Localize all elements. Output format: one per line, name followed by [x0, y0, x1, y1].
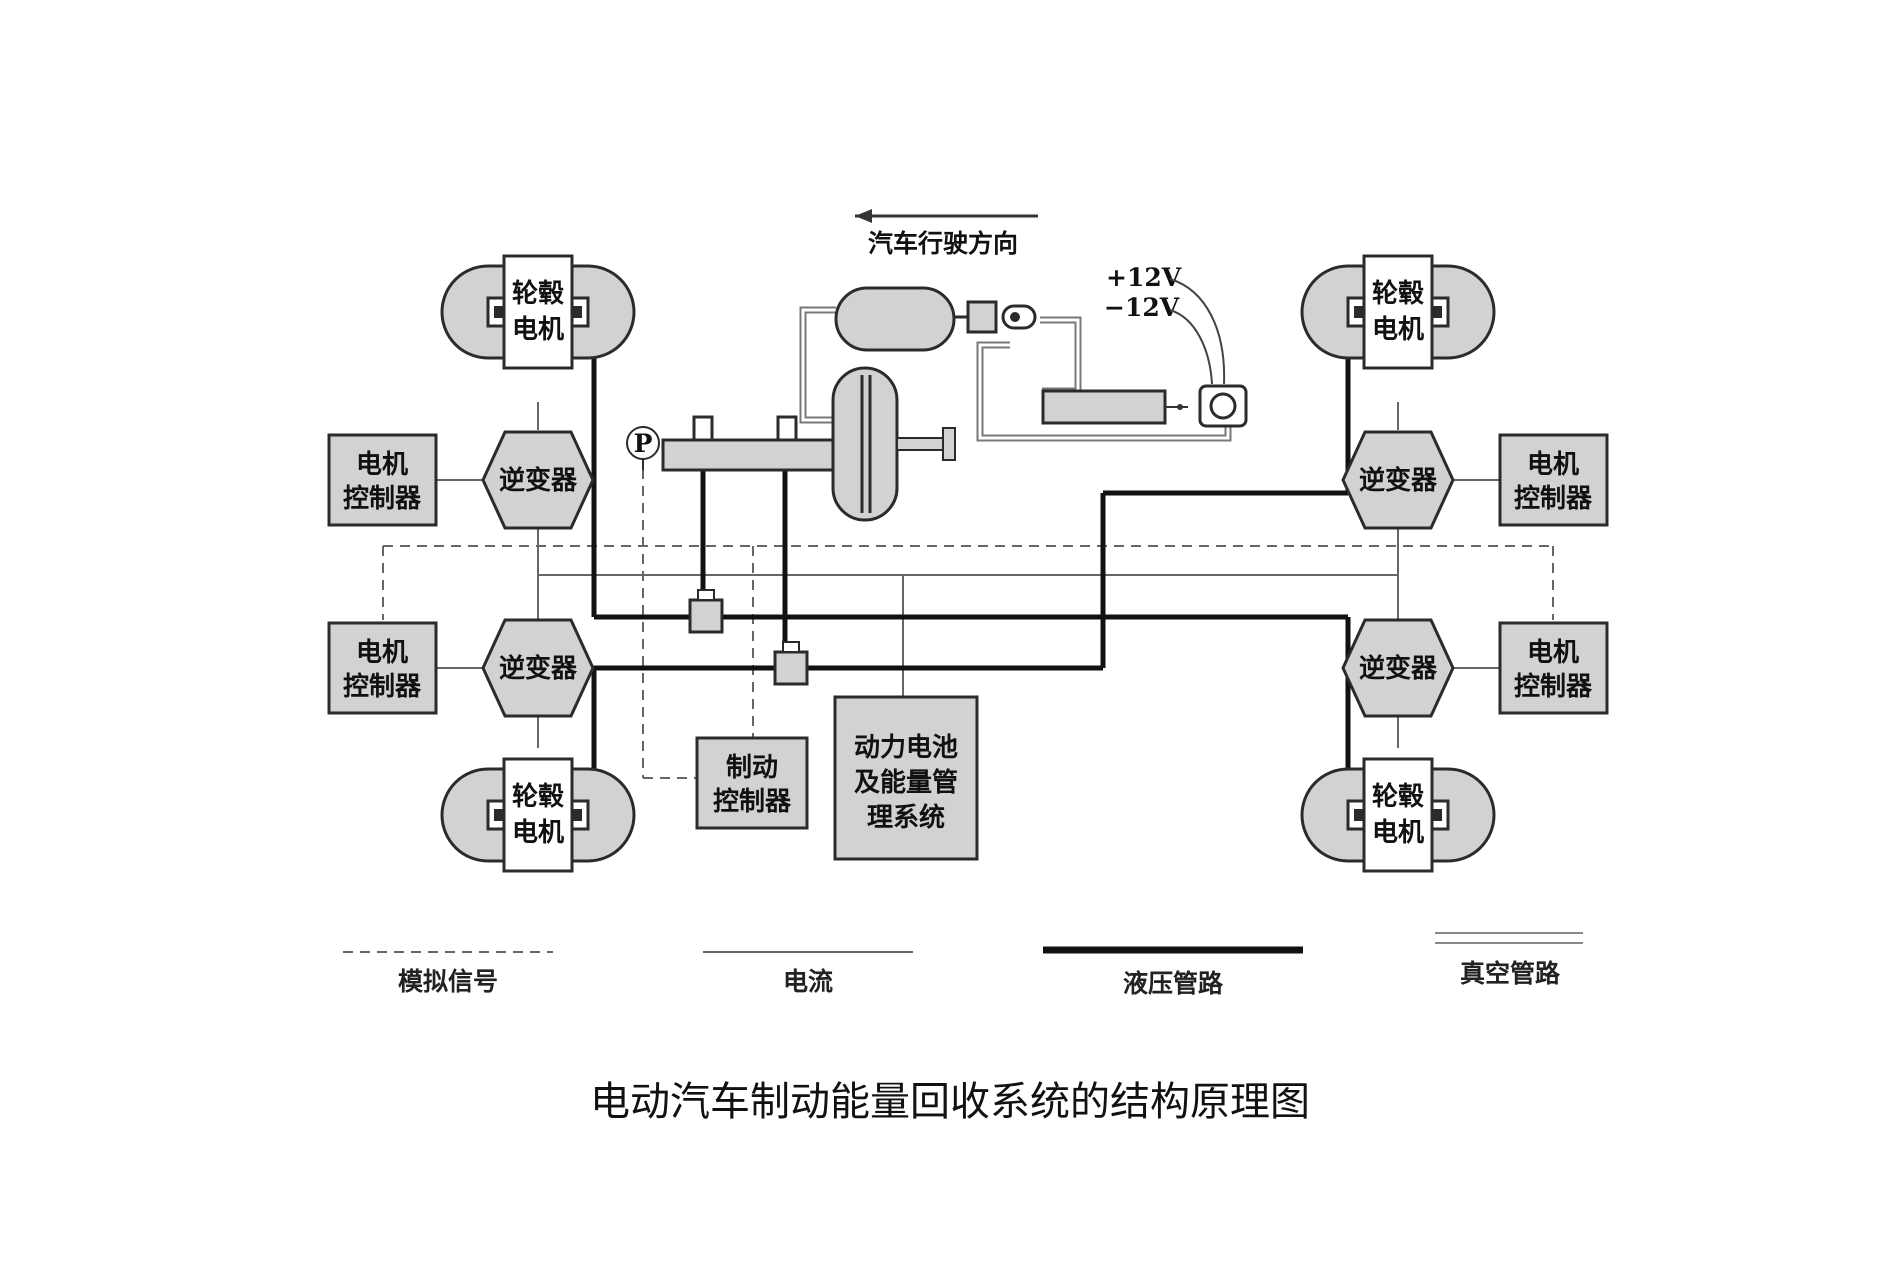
motor-controller-line1: 电机: [356, 450, 408, 480]
hub-motor-label-line1: 轮毂: [512, 782, 564, 812]
hub-motor-label-line2: 电机: [1372, 315, 1424, 345]
brake-pedal: [896, 427, 956, 461]
rear-axle-valve: [773, 641, 809, 686]
hub-motor-label-line1: 轮毂: [1372, 279, 1424, 309]
motor-controller-line1: 电机: [1527, 638, 1579, 668]
battery-line1: 动力电池: [854, 733, 958, 763]
inverter-front-right: 逆变器: [1341, 430, 1455, 530]
pressure-gauge-label: P: [634, 429, 653, 458]
battery-line2: 及能量管: [854, 767, 958, 798]
voltage-plus-label: +12V: [1106, 263, 1182, 292]
hub-motor-label-line1: 轮毂: [512, 279, 564, 309]
vacuum-pump: [1041, 384, 1248, 428]
master-cylinder: [661, 415, 837, 472]
inverter-label: 逆变器: [499, 465, 578, 496]
hub-motor-label-line1: 轮毂: [1372, 782, 1424, 812]
power-supply: +12V −12V: [1104, 263, 1226, 385]
travel-direction: 汽车行驶方向: [855, 209, 1038, 258]
hub-motor-label-line2: 电机: [1372, 818, 1424, 848]
vacuum-valve: [954, 300, 1037, 334]
current-lines: [436, 402, 1500, 748]
legend: 模拟信号 电流 液压管路 真空管路: [343, 932, 1583, 998]
front-axle-valve: [688, 589, 724, 634]
motor-controller-line2: 控制器: [1514, 672, 1593, 702]
pressure-gauge: P: [626, 426, 660, 470]
hub-motor-label-line2: 电机: [512, 818, 564, 848]
inverter-rear-left: 逆变器: [481, 618, 595, 718]
inverter-rear-right: 逆变器: [1341, 618, 1455, 718]
inverter-label: 逆变器: [499, 653, 578, 684]
legend-analog-signal: 模拟信号: [343, 951, 553, 996]
motor-controller-line2: 控制器: [1514, 484, 1593, 514]
vacuum-tank: [834, 286, 956, 352]
battery-line3: 理系统: [867, 802, 945, 833]
legend-current-label: 电流: [783, 967, 833, 996]
brake-controller-line1: 制动: [726, 753, 778, 783]
legend-current: 电流: [703, 951, 913, 996]
motor-controller-line1: 电机: [1527, 450, 1579, 480]
motor-controller-line2: 控制器: [343, 484, 422, 514]
figure-caption: 电动汽车制动能量回收系统的结构原理图: [590, 1079, 1310, 1125]
legend-hydraulic-label: 液压管路: [1123, 969, 1224, 998]
inverter-label: 逆变器: [1359, 653, 1438, 684]
legend-vacuum-label: 真空管路: [1460, 959, 1561, 988]
hub-motor-label-line2: 电机: [512, 315, 564, 345]
inverter-label: 逆变器: [1359, 465, 1438, 496]
brake-controller: 制动 控制器: [695, 736, 809, 830]
travel-direction-label: 汽车行驶方向: [868, 229, 1018, 258]
brake-controller-line2: 控制器: [713, 787, 792, 817]
motor-controller-line2: 控制器: [343, 672, 422, 702]
motor-controller-line1: 电机: [356, 638, 408, 668]
voltage-minus-label: −12V: [1104, 293, 1180, 322]
legend-analog-signal-label: 模拟信号: [398, 967, 498, 996]
battery-management-system: 动力电池 及能量管 理系统: [833, 695, 979, 861]
legend-vacuum: 真空管路: [1435, 932, 1583, 988]
inverter-front-left: 逆变器: [481, 430, 595, 530]
legend-hydraulic: 液压管路: [1043, 946, 1303, 998]
brake-booster: [831, 366, 899, 522]
